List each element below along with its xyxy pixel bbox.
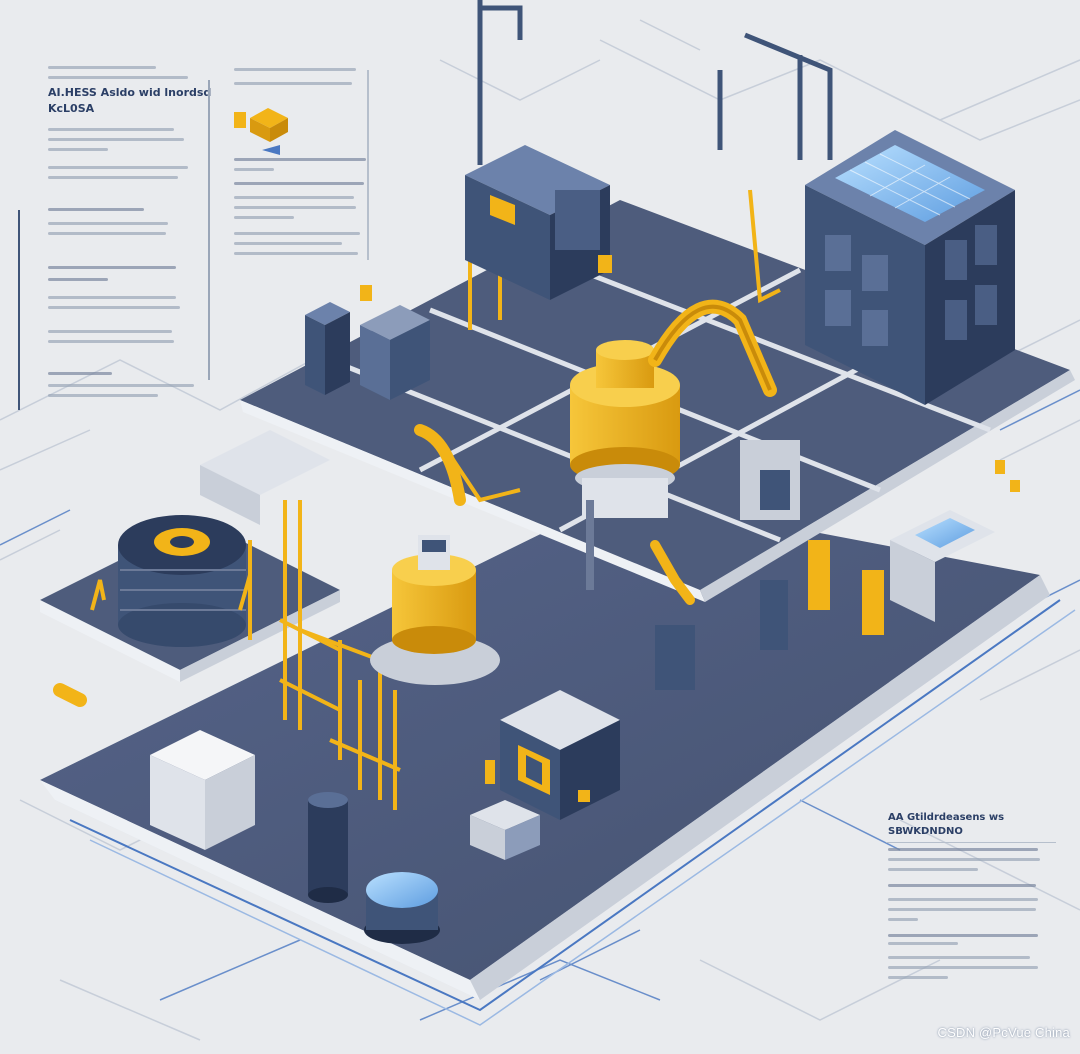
central-yellow-reactor	[570, 299, 777, 590]
panel-right-heading: AA Gtildrdeasens ws	[888, 812, 1005, 823]
pipe-frames	[477, 0, 833, 165]
machine-block-rear	[465, 145, 610, 300]
panel-right-heading2: SBWKDNDNO	[888, 826, 963, 837]
panel-cube-icon	[234, 108, 288, 155]
furnace-house	[500, 690, 620, 820]
small-yellow-markers	[360, 255, 1020, 802]
panel-left-divider	[208, 80, 210, 380]
yellow-tank-lower	[370, 535, 500, 685]
machine-cluster-right	[655, 440, 995, 690]
panel-top-divider	[367, 70, 369, 260]
dark-cylinder	[308, 792, 348, 903]
robot-arms	[53, 424, 695, 707]
panel-left-heading2: KcL0SA	[48, 102, 95, 115]
dome-unit	[364, 872, 440, 944]
panel-right-rule	[886, 842, 1056, 843]
white-machine	[150, 730, 255, 850]
panel-left-edge	[18, 210, 20, 410]
control-tower	[805, 130, 1015, 405]
machine-cluster-left	[200, 302, 430, 525]
small-cart	[470, 800, 540, 860]
watermark: CSDN @PcVue China	[937, 1025, 1070, 1040]
panel-left-heading: AI.HESS Asldo wid lnordsd	[48, 86, 212, 99]
